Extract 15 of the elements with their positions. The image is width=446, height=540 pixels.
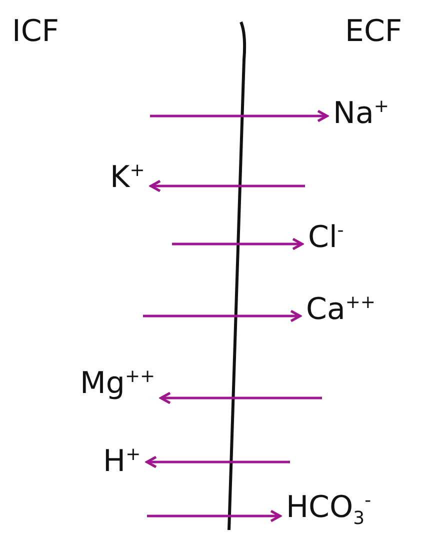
ion-label: Ca$^{++}$	[306, 292, 376, 328]
arrow	[160, 392, 322, 404]
ion-label: Na$^{+}$	[333, 96, 389, 132]
arrow	[150, 180, 305, 192]
arrow	[147, 510, 282, 522]
ion-label: K$^{+}$	[110, 160, 145, 196]
arrow	[146, 456, 290, 468]
arrow	[150, 110, 328, 122]
ion-label: Mg$^{++}$	[80, 366, 156, 402]
compartment-label: ECF	[345, 14, 402, 49]
ion-label: Cl$^{-}$	[308, 220, 344, 256]
arrow	[143, 310, 302, 322]
arrow	[172, 238, 304, 250]
compartment-label: ICF	[12, 14, 60, 49]
ion-label: H$^{+}$	[103, 444, 141, 480]
